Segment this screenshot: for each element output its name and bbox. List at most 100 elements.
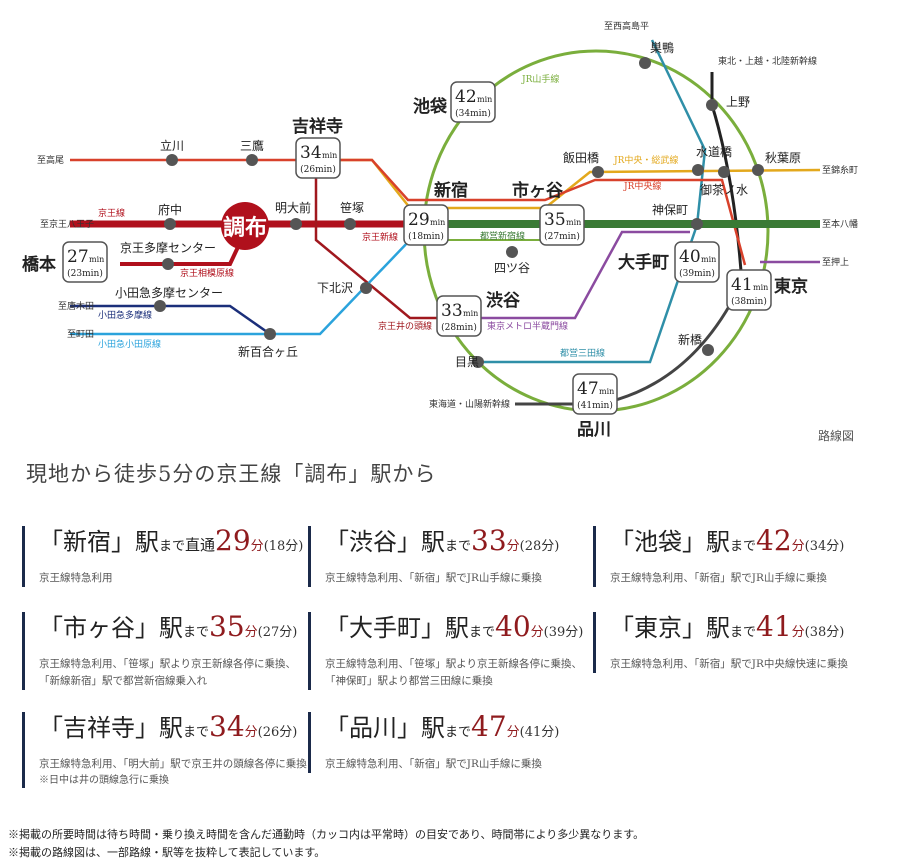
station-tokyo: 東京 [774, 276, 808, 297]
access-card: 「市ヶ谷」駅まで35分(27分)京王線特急利用、「笹塚」駅より京王新線各停に乗換… [22, 612, 307, 690]
station-shimokitazawa: 下北沢 [317, 281, 353, 295]
card-route-description: 京王線特急利用、「新宿」駅でJR山手線に乗換 [325, 572, 542, 584]
station-labels: 立川 三鷹 吉祥寺 府中 明大前 笹塚 新宿 橋本 京王多摩センター 小田急多摩… [22, 41, 808, 440]
card-minutes: 35 [209, 610, 245, 643]
time-box-minutes: 29 [408, 210, 430, 230]
card-minutes-unit: 分 [244, 725, 258, 740]
station-sugamo: 巣鴨 [650, 41, 674, 55]
access-card: 「吉祥寺」駅まで34分(26分)京王線特急利用、「明大前」駅で京王井の頭線各停に… [22, 712, 307, 788]
line-label-odakyu-tama: 小田急多摩線 [98, 309, 152, 321]
card-normal-time: (34分) [804, 539, 845, 554]
footnote: ※掲載の路線図は、一部路線・駅等を抜粋して表記しています。 [8, 846, 326, 859]
card-minutes: 34 [209, 710, 245, 743]
time-box-minutes: 41 [731, 275, 753, 295]
station-ikebukuro: 池袋 [413, 96, 448, 117]
card-title: 「東京」駅まで41分(38分) [610, 612, 878, 648]
card-destination: 「新宿」駅 [39, 528, 159, 556]
line-label-jr-chuo: JR中央線 [623, 180, 661, 192]
card-destination: 「東京」駅 [610, 614, 730, 642]
time-box-unit: min [566, 218, 581, 227]
station-jimbocho: 神保町 [652, 203, 688, 217]
time-box-minutes: 40 [679, 247, 701, 267]
keio-inokashira-line [314, 172, 440, 320]
terminal-kinshicho: 至錦糸町 [822, 164, 858, 176]
station-meidaimae: 明大前 [275, 200, 311, 215]
time-box-unit: min [599, 387, 614, 396]
line-labels: 京王線 京王相模原線 小田急多摩線 小田急小田原線 京王井の頭線 京王新線 都営… [98, 73, 678, 359]
station-shinjuku: 新宿 [434, 180, 468, 201]
card-made: まで [183, 725, 210, 740]
line-label-keio-new: 京王新線 [362, 231, 398, 243]
access-card: 「渋谷」駅まで33分(28分) 京王線特急利用、「新宿」駅でJR山手線に乗換 [308, 526, 593, 587]
station-shimbashi: 新橋 [678, 332, 702, 347]
line-label-odakyu-odawara: 小田急小田原線 [98, 338, 161, 350]
time-box-unit: min [89, 255, 104, 264]
station-keio-tama-center: 京王多摩センター [120, 240, 216, 255]
station-yotsuya: 四ツ谷 [494, 261, 530, 275]
time-box-minutes: 35 [544, 210, 566, 230]
time-box-normal: (27min) [544, 231, 580, 242]
line-label-toei-shinjuku: 都営新宿線 [480, 230, 525, 242]
station-ochanomizu: 御茶ノ水 [700, 182, 748, 197]
map-caption: 路線図 [818, 428, 854, 443]
access-card: 「東京」駅まで41分(38分)京王線特急利用、「新宿」駅でJR中央線快速に乗換 [593, 612, 878, 673]
station-sasazuka: 笹塚 [340, 201, 364, 215]
card-normal-time: (28分) [519, 539, 560, 554]
station-odakyu-tama-center: 小田急多摩センター [115, 285, 223, 300]
card-destination: 「池袋」駅 [610, 528, 730, 556]
card-made: まで [469, 625, 496, 640]
card-made: まで [445, 725, 472, 740]
station-shinagawa: 品川 [577, 420, 611, 440]
card-normal-time: (38分) [804, 625, 845, 640]
time-box-normal: (38min) [731, 296, 767, 307]
station-otemachi: 大手町 [618, 252, 669, 273]
terminal-labels: 至高尾 至京王八王子 至唐木田 至町田 至西高島平 東北・上越・北陸新幹線 至錦… [37, 20, 858, 410]
jr-chuo-line [70, 158, 747, 266]
card-destination: 「渋谷」駅 [325, 528, 445, 556]
card-normal-time: (39分) [543, 625, 584, 640]
card-title: 「市ヶ谷」駅まで35分(27分) [39, 612, 307, 648]
line-label-keio: 京王線 [98, 207, 125, 219]
time-box-normal: (34min) [455, 108, 491, 119]
time-box-unit: min [753, 283, 768, 292]
footnote: ※掲載の所要時間は待ち時間・乗り換え時間を含んだ通勤時（カッコ内は平常時）の目安… [8, 828, 645, 841]
time-box-normal: (41min) [577, 400, 613, 411]
terminal-nishi-takashimadaira: 至西高島平 [604, 20, 649, 32]
station-meguro: 目黒 [455, 355, 479, 369]
station-ueno: 上野 [726, 95, 750, 109]
card-title: 「吉祥寺」駅まで34分(26分) [39, 712, 307, 748]
metro-hanzomon-line [460, 230, 690, 320]
card-minutes-unit: 分 [506, 539, 520, 554]
terminal-tokaido: 東海道・山陽新幹線 [429, 398, 510, 410]
terminal-oshiage: 至押上 [822, 256, 849, 268]
card-route-description: 京王線特急利用 [39, 572, 113, 584]
time-box-minutes: 47 [577, 379, 599, 399]
station-iidabashi: 飯田橋 [563, 150, 599, 165]
card-normal-time: (18分) [263, 539, 304, 554]
headline: 現地から徒歩5分の京王線「調布」駅から [26, 462, 437, 486]
line-label-toei-mita: 都営三田線 [560, 347, 605, 359]
station-mitaka: 三鷹 [240, 138, 264, 153]
card-route-description: 京王線特急利用、「笹塚」駅より京王新線各停に乗換、「神保町」駅より都営三田線に乗… [325, 658, 583, 687]
tohoku-shinkansen-line [710, 72, 744, 286]
time-box-minutes: 33 [441, 301, 463, 321]
time-box-normal: (23min) [67, 268, 103, 279]
card-minutes-unit: 分 [244, 625, 258, 640]
line-label-metro-hanzomon: 東京メトロ半蔵門線 [487, 320, 568, 332]
chofu-station-marker [221, 202, 269, 250]
line-label-jr-yamanote: JR山手線 [521, 73, 559, 85]
card-normal-time: (26分) [257, 725, 298, 740]
card-made: まで [730, 625, 757, 640]
station-fuchu: 府中 [158, 202, 182, 217]
time-box-minutes: 42 [455, 87, 477, 107]
terminal-takao: 至高尾 [37, 154, 64, 166]
time-box-minutes: 34 [300, 143, 322, 163]
card-title: 「渋谷」駅まで33分(28分) [325, 526, 593, 562]
